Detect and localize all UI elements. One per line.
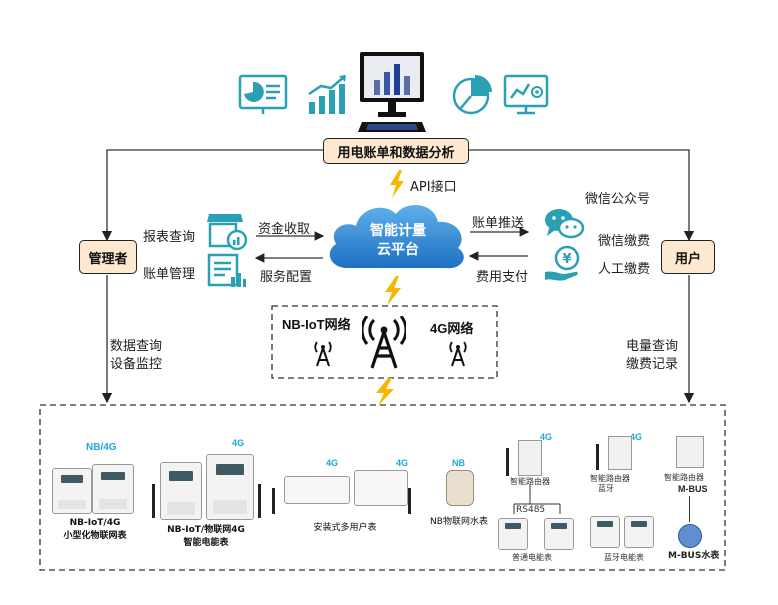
lightning-icon — [376, 378, 394, 406]
router2-line1: 智能路由器 — [590, 474, 630, 483]
pie-chart-icon — [452, 75, 492, 115]
router-device — [676, 436, 704, 468]
smart-meter-line1: NB-IoT/物联网4G — [167, 525, 245, 535]
wechat-pay-label: 微信缴费 — [598, 234, 651, 249]
bill-management-label: 账单管理 — [143, 267, 196, 282]
small-meter-device — [92, 464, 134, 514]
smart-meter-device — [206, 454, 254, 520]
device-monitor-label: 设备监控 — [110, 357, 163, 372]
user-box: 用户 — [661, 240, 715, 274]
nb-tag: NB — [452, 458, 465, 468]
manager-label: 管理者 — [88, 251, 128, 267]
nb-water-meter-device — [446, 470, 474, 506]
antenna — [258, 484, 261, 518]
cloud-line2: 云平台 — [377, 242, 419, 258]
svg-text:¥: ¥ — [562, 252, 571, 267]
rail-meter-device — [354, 470, 408, 506]
bluetooth-meter-device — [590, 516, 620, 548]
rs485-lines — [513, 484, 561, 514]
cloud-line1: 智能计量 — [370, 223, 426, 239]
tag-4g: 4G — [326, 458, 339, 468]
manager-box: 管理者 — [79, 240, 137, 274]
bluetooth-meter-caption: 蓝牙电能表 — [604, 553, 644, 562]
nbiot-network-label: NB-IoT网络 — [282, 317, 351, 332]
user-label: 用户 — [674, 251, 701, 267]
router-caption: 智能路由器 蓝牙 — [590, 474, 630, 494]
signal-tower-icon — [449, 341, 467, 367]
nb4g-tag: NB/4G — [86, 442, 117, 453]
antenna — [506, 448, 509, 476]
signal-tower-icon — [362, 316, 406, 369]
tag-4g: 4G — [540, 432, 553, 442]
smart-meter-line2: 智能电能表 — [183, 538, 229, 548]
power-query-label: 电量查询 — [626, 339, 679, 354]
nb-water-meter-caption: NB物联网水表 — [430, 517, 488, 527]
rail-meter-device — [284, 476, 350, 504]
bill-analysis-label: 用电账单和数据分析 — [337, 145, 455, 161]
shop-chart-icon — [207, 214, 247, 250]
tag-4g: 4G — [232, 438, 245, 448]
small-meter-caption: NB-IoT/4G 小型化物联网表 — [40, 518, 150, 541]
normal-meter-caption: 普通电能表 — [512, 553, 552, 562]
router-device — [518, 440, 542, 476]
bill-push-label: 账单推送 — [472, 216, 525, 231]
smart-meter-caption: NB-IoT/物联网4G 智能电能表 — [150, 522, 262, 548]
mbus-line — [689, 496, 690, 522]
data-query-label: 数据查询 — [110, 339, 163, 354]
cloud-platform — [329, 204, 464, 269]
fund-collect-label: 资金收取 — [258, 222, 311, 237]
small-meter-line1: NB-IoT/4G — [69, 518, 121, 528]
monitor-settings-icon — [503, 74, 549, 115]
bluetooth-meter-device — [624, 516, 654, 548]
mbus-water-meter-device — [678, 524, 702, 548]
small-meter-device — [52, 468, 92, 514]
smart-meter-device — [160, 462, 202, 520]
router-caption: 智能路由器 — [664, 473, 704, 482]
fee-payment-label: 费用支付 — [476, 270, 529, 285]
service-config-label: 服务配置 — [260, 270, 313, 285]
mbus-label: M-BUS — [678, 484, 708, 494]
computer-monitor-icon — [358, 52, 426, 132]
router2-line2: 蓝牙 — [598, 484, 614, 493]
rs485-label: RS485 — [516, 505, 546, 515]
yuan-hand-icon: ¥ — [545, 245, 580, 281]
normal-meter-device — [544, 518, 574, 550]
mbus-water-meter-caption: M-BUS水表 — [668, 551, 720, 561]
cloud-label: 智能计量 云平台 — [336, 222, 460, 260]
signal-tower-icon — [314, 341, 332, 367]
antenna — [272, 488, 275, 514]
report-list-icon — [207, 253, 246, 287]
lightning-icon — [390, 170, 404, 198]
tag-4g: 4G — [396, 458, 409, 468]
wechat-official-label: 微信公众号 — [585, 192, 651, 207]
presentation-chart-icon — [238, 74, 288, 114]
router-device — [608, 436, 632, 470]
growth-chart-icon — [308, 75, 346, 114]
antenna — [408, 488, 411, 514]
manual-pay-label: 人工缴费 — [598, 262, 651, 277]
small-meter-line2: 小型化物联网表 — [63, 531, 127, 541]
normal-meter-device — [498, 518, 528, 550]
api-label: API接口 — [410, 180, 457, 195]
antenna — [596, 444, 599, 470]
payment-record-label: 缴费记录 — [626, 357, 679, 372]
wechat-icon — [545, 209, 585, 239]
lightning-icon — [385, 276, 401, 306]
antenna — [152, 484, 155, 518]
report-query-label: 报表查询 — [143, 230, 196, 245]
4g-network-label: 4G网络 — [430, 321, 474, 336]
router-caption: 智能路由器 — [510, 477, 550, 486]
tag-4g: 4G — [630, 432, 643, 442]
bill-analysis-box: 用电账单和数据分析 — [323, 138, 469, 164]
rail-meter-caption: 安装式多用户表 — [313, 523, 377, 533]
